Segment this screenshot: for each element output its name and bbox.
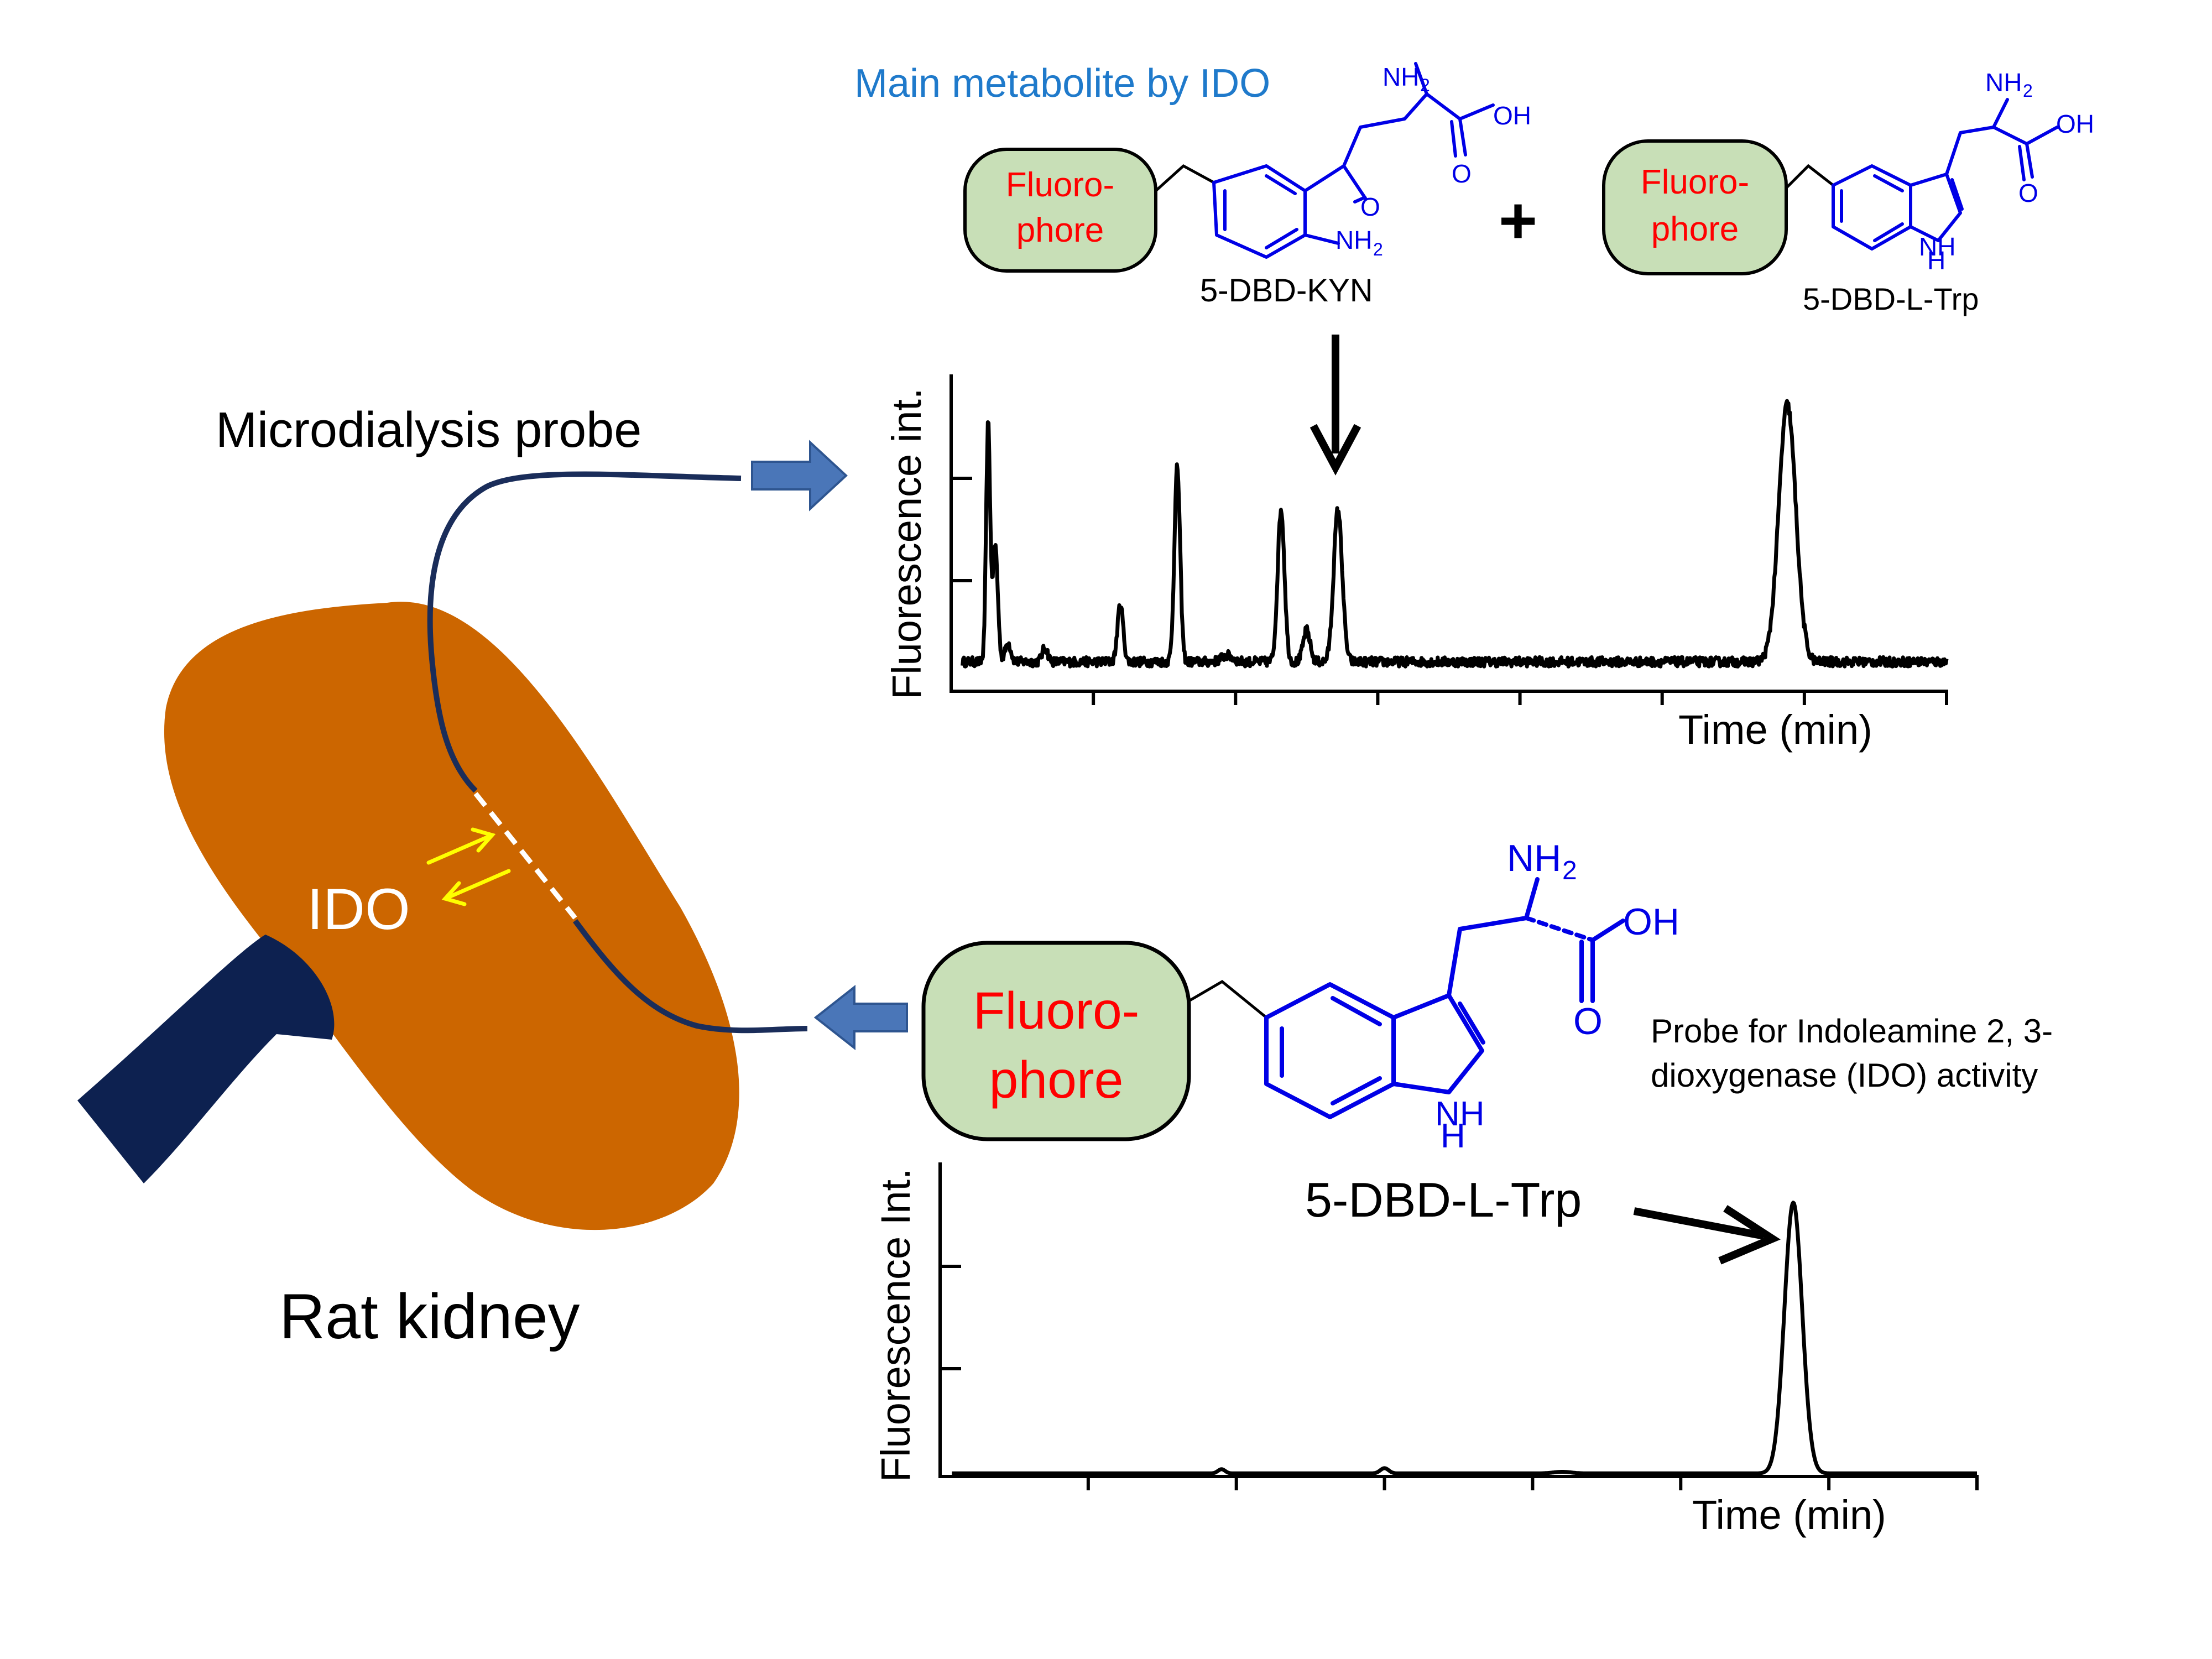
kyn-peak-arrow: [1310, 335, 1361, 476]
probe-inlet-tube: [427, 471, 742, 793]
flow-arrow-into-probe: [813, 984, 908, 1051]
flow-arrow-to-chromatogram: [751, 440, 848, 512]
fluorophore-box-trp-top: Fluoro- phore: [1602, 139, 1788, 275]
trp-bottom-name-label: 5-DBD-L-Trp: [1305, 1172, 1582, 1227]
trp-top-o: O: [2018, 179, 2038, 207]
plus-sign: +: [1499, 184, 1537, 258]
chart1-x-label: Time (min): [1678, 707, 1872, 753]
ido-label: IDO: [307, 877, 410, 942]
chromatogram-bottom: Fluorescence Int. Time (min): [873, 1162, 1979, 1538]
chromatogram-top: Fluorescence int. Time (min): [884, 374, 1949, 753]
chart1-y-label: Fluorescence int.: [884, 388, 930, 700]
trp-bottom-nh2-sub: 2: [1562, 856, 1577, 885]
trp-bottom-h: H: [1441, 1117, 1465, 1155]
kyn-nh2-alpha-sub: 2: [1420, 75, 1430, 95]
chart1-trace: [961, 399, 1949, 669]
blood-vessel: [77, 935, 335, 1183]
kyn-structure: O NH 2 OH O NH 2: [1155, 62, 1531, 259]
fluorophore-kyn-line1: Fluoro-: [1006, 166, 1114, 204]
trp-structure-bottom: NH 2 OH O NH H: [1188, 837, 1679, 1155]
fluorophore-trp-top-line2: phore: [1651, 210, 1739, 248]
trp-top-nh: NH: [1919, 232, 1955, 261]
fluorophore-trp-bottom-line2: phore: [989, 1051, 1124, 1109]
chart2-x-label: Time (min): [1692, 1492, 1886, 1538]
kyn-nh2-aryl-sub: 2: [1373, 239, 1383, 259]
rat-kidney-label: Rat kidney: [279, 1281, 580, 1352]
microdialysis-probe-label: Microdialysis probe: [216, 403, 641, 458]
trp-peak-arrow: [1633, 1205, 1781, 1265]
fluorophore-trp-top-line1: Fluoro-: [1641, 163, 1749, 201]
trp-top-h: H: [1927, 246, 1945, 275]
kidney-shape: [164, 602, 739, 1230]
trp-top-nh2-sub: 2: [2023, 81, 2033, 101]
trp-top-oh: OH: [2056, 109, 2094, 138]
main-metabolite-title: Main metabolite by IDO: [854, 61, 1270, 106]
kyn-o-acid: O: [1452, 159, 1472, 188]
trp-top-name-label: 5-DBD-L-Trp: [1803, 281, 1979, 316]
kyn-nh2-alpha: NH: [1383, 62, 1419, 91]
fluorophore-box-trp-bottom: Fluoro- phore: [921, 941, 1191, 1141]
trp-bottom-o: O: [1573, 1000, 1603, 1042]
probe-description-line1: Probe for Indoleamine 2, 3-: [1651, 1013, 2053, 1050]
trp-bottom-nh: NH: [1435, 1095, 1485, 1133]
trp-bottom-nh2: NH: [1507, 837, 1561, 879]
dialysis-membrane: [473, 792, 577, 920]
fluorophore-trp-bottom-line1: Fluoro-: [973, 982, 1140, 1040]
chart2-y-label: Fluorescence Int.: [873, 1168, 919, 1482]
rat-kidney-illustration: IDO Rat kidney Microdialysis probe: [77, 403, 808, 1352]
exchange-arrows: [426, 827, 511, 906]
fluorophore-kyn-line2: phore: [1016, 211, 1104, 249]
kyn-o-ketone: O: [1360, 192, 1380, 221]
kyn-nh2-aryl: NH: [1335, 226, 1372, 254]
probe-outlet-tube: [572, 919, 808, 1034]
chart2-trace: [951, 1201, 1979, 1475]
trp-bottom-oh: OH: [1623, 901, 1679, 943]
trp-top-nh2: NH: [1985, 68, 2022, 97]
kyn-oh: OH: [1493, 101, 1531, 130]
probe-description-line2: dioxygenase (IDO) activity: [1651, 1057, 2038, 1094]
trp-structure-top: NH 2 OH O NH H: [1785, 68, 2094, 275]
kyn-name-label: 5-DBD-KYN: [1200, 273, 1373, 309]
fluorophore-box-kyn: Fluoro- phore: [963, 148, 1157, 273]
